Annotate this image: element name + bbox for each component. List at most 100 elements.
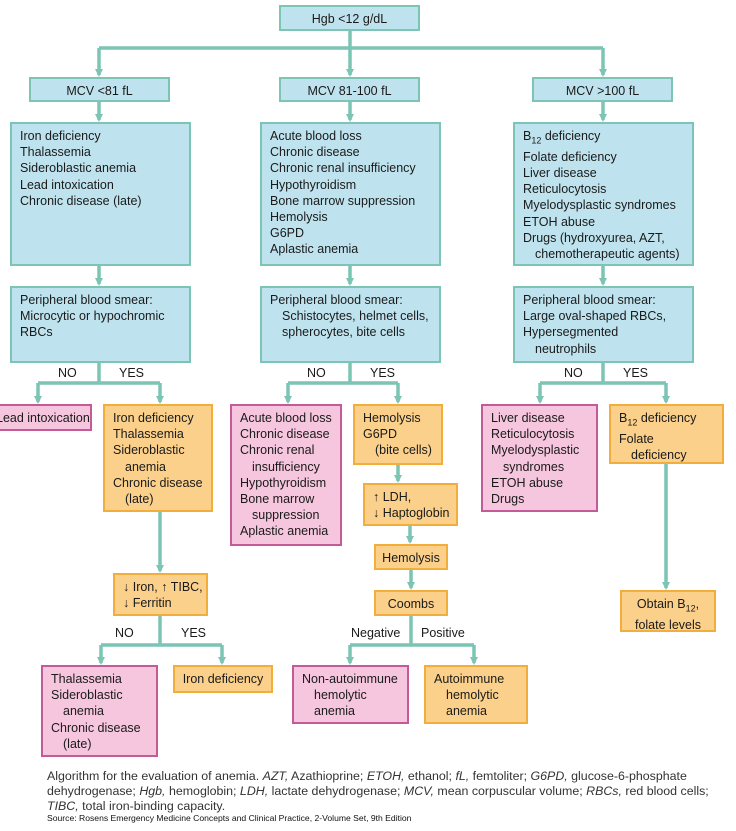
causes-mid-item: G6PD <box>270 226 305 241</box>
ldh-line: ↓ Haptoglobin <box>373 506 450 521</box>
autoimmune-box: Autoimmune hemolytic anemia <box>424 665 528 724</box>
hgb-box: Hgb <12 g/dL <box>279 5 420 31</box>
causes-mid-item: Bone marrow suppression <box>270 193 416 208</box>
low-final-line: Sideroblastic <box>51 688 123 703</box>
causes-high-item: Reticulocytosis <box>523 182 607 197</box>
ldh-line: ↑ LDH, <box>373 490 412 504</box>
obtain-b12-line: Obtain B12, <box>636 597 700 614</box>
smear-low-line: Peripheral blood smear: <box>20 293 153 307</box>
coombs-box: Coombs <box>374 590 448 616</box>
mid-no-box: Acute blood loss Chronic disease Chronic… <box>230 404 342 546</box>
iron-tests-box: ↓ Iron, ↑ TIBC, ↓ Ferritin <box>113 573 208 616</box>
mid-yes-box: Hemolysis G6PD (bite cells) <box>353 404 443 465</box>
causes-high-item: Folate deficiency <box>523 149 617 164</box>
mid-no-line: Chronic renal <box>240 443 315 458</box>
mid-no-line: suppression <box>252 508 320 523</box>
causes-high-item-b12: B12 deficiency <box>523 129 601 146</box>
mid-yes-line: Hemolysis <box>363 411 421 425</box>
causes-mid-box: Acute blood loss Chronic disease Chronic… <box>260 122 441 266</box>
caption-text: Algorithm for the evaluation of anemia. … <box>47 769 709 813</box>
high-no-line: Liver disease <box>491 411 565 425</box>
label-no-iron: NO <box>115 626 134 640</box>
hemolysis-box: Hemolysis <box>374 544 448 570</box>
mid-no-line: Bone marrow <box>240 492 315 507</box>
causes-low-item: Sideroblastic anemia <box>20 161 137 176</box>
mcv-high-box: MCV >100 fL <box>532 77 673 102</box>
causes-low-box: Iron deficiency Thalassemia Sideroblasti… <box>10 122 191 266</box>
causes-mid-item: Acute blood loss <box>270 129 362 143</box>
autoimmune-line: Autoimmune <box>434 672 505 686</box>
causes-high-item: Liver disease <box>523 165 597 180</box>
figure-caption: Algorithm for the evaluation of anemia. … <box>47 769 727 814</box>
causes-mid-item: Hypothyroidism <box>270 177 357 192</box>
mid-yes-line: (bite cells) <box>375 443 432 458</box>
causes-low-item: Thalassemia <box>20 145 91 160</box>
high-yes-line: Folate <box>619 431 654 446</box>
smear-low-box: Peripheral blood smear: Microcytic or hy… <box>10 286 191 363</box>
high-yes-line: deficiency <box>631 447 687 462</box>
low-yes-line: anemia <box>125 459 166 474</box>
non-autoimmune-line: Non-autoimmune <box>302 672 398 686</box>
autoimmune-line: hemolytic <box>446 688 499 703</box>
obtain-levels-box: Obtain B12, folate levels <box>620 590 716 632</box>
high-no-box: Liver disease Reticulocytosis Myelodyspl… <box>481 404 598 512</box>
label-positive: Positive <box>421 626 465 640</box>
low-yes-box: Iron deficiency Thalassemia Sideroblasti… <box>103 404 213 512</box>
mcv-mid-box: MCV 81-100 fL <box>279 77 420 102</box>
hemolysis-text: Hemolysis <box>382 551 440 565</box>
high-yes-b12: B12 deficiency <box>619 411 697 428</box>
high-no-line: syndromes <box>503 459 565 474</box>
iron-tests-line: ↓ Ferritin <box>123 596 172 611</box>
causes-mid-item: Chronic renal insufficiency <box>270 161 416 176</box>
smear-high-line: neutrophils <box>535 341 597 356</box>
smear-mid-line: spherocytes, bite cells <box>282 325 405 340</box>
causes-high-item: Drugs (hydroxyurea, AZT, <box>523 230 665 245</box>
lead-text: Lead intoxication <box>0 411 90 425</box>
smear-high-box: Peripheral blood smear: Large oval-shape… <box>513 286 694 363</box>
smear-low-line: Microcytic or hypochromic <box>20 309 165 324</box>
non-autoimmune-line: hemolytic <box>314 688 367 703</box>
label-no-low: NO <box>58 366 77 380</box>
smear-low-line: RBCs <box>20 325 53 340</box>
mid-yes-line: G6PD <box>363 427 398 442</box>
smear-high-line: Large oval-shaped RBCs, <box>523 309 667 324</box>
iron-deficiency-box: Iron deficiency <box>173 665 273 693</box>
coombs-text: Coombs <box>387 597 435 611</box>
mid-no-line: Acute blood loss <box>240 411 332 425</box>
mcv-low-text: MCV <81 fL <box>66 84 133 98</box>
causes-high-box: B12 deficiency Folate deficiency Liver d… <box>513 122 694 266</box>
low-yes-line: Thalassemia <box>113 427 184 442</box>
low-final-line: Chronic disease <box>51 720 141 735</box>
non-autoimmune-line: anemia <box>314 704 355 719</box>
high-no-line: Reticulocytosis <box>491 427 575 442</box>
low-final-line: (late) <box>63 736 92 751</box>
source-credit: Source: Rosens Emergency Medicine Concep… <box>47 813 412 823</box>
causes-mid-item: Aplastic anemia <box>270 242 359 257</box>
non-autoimmune-box: Non-autoimmune hemolytic anemia <box>292 665 409 724</box>
mcv-low-box: MCV <81 fL <box>29 77 170 102</box>
autoimmune-line: anemia <box>446 704 487 719</box>
smear-high-line: Peripheral blood smear: <box>523 293 656 307</box>
smear-mid-line: Peripheral blood smear: <box>270 293 403 307</box>
low-yes-line: Iron deficiency <box>113 411 194 425</box>
connector-lines <box>34 31 670 665</box>
hgb-text: Hgb <12 g/dL <box>311 12 388 26</box>
label-yes-iron: YES <box>181 626 207 640</box>
high-no-line: ETOH abuse <box>491 475 564 490</box>
high-no-line: Drugs <box>491 492 525 507</box>
label-no-high: NO <box>564 366 583 380</box>
causes-low-item: Iron deficiency <box>20 129 101 143</box>
low-final-line: Thalassemia <box>51 672 122 686</box>
mcv-mid-text: MCV 81-100 fL <box>307 84 392 98</box>
label-yes-low: YES <box>119 366 145 380</box>
label-yes-mid: YES <box>370 366 396 380</box>
causes-mid-item: Hemolysis <box>270 210 328 225</box>
low-yes-line: Chronic disease <box>113 475 203 490</box>
mid-no-line: Hypothyroidism <box>240 475 327 490</box>
high-no-line: Myelodysplastic <box>491 443 580 458</box>
smear-mid-line: Schistocytes, helmet cells, <box>282 309 429 324</box>
high-yes-box: B12 deficiency Folate deficiency <box>609 404 724 464</box>
mid-no-line: Chronic disease <box>240 427 330 442</box>
iron-tests-line: ↓ Iron, ↑ TIBC, <box>123 580 203 594</box>
iron-def-text: Iron deficiency <box>182 672 264 686</box>
